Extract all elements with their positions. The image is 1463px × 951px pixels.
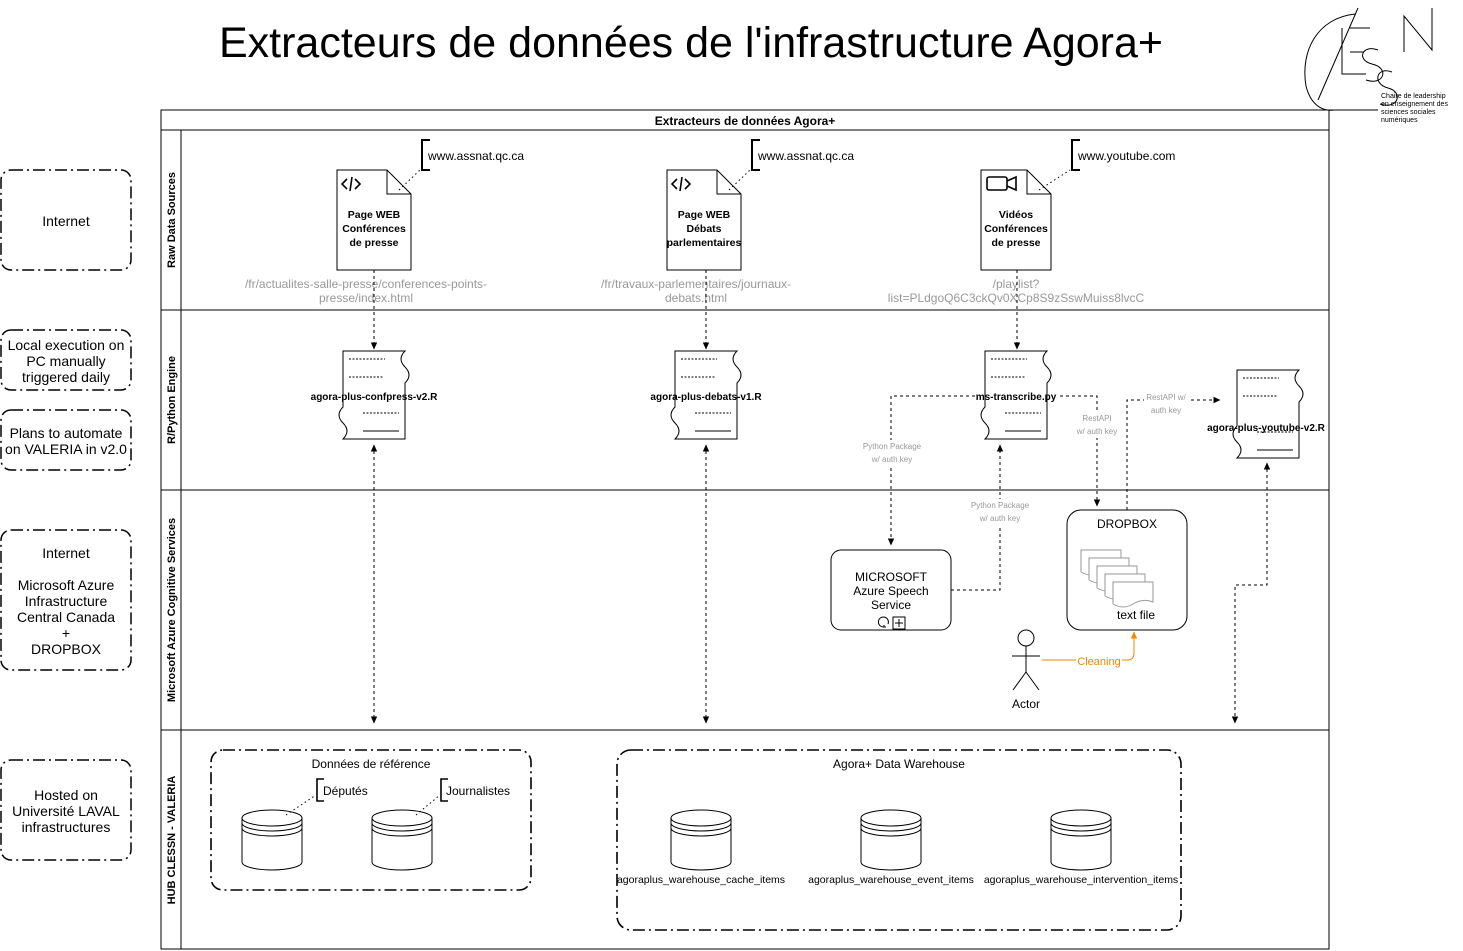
flow-dropbox-to-youtube [1126, 396, 1221, 510]
side-note-azure-6: + [62, 625, 70, 641]
db-cache-items-label: agoraplus_warehouse_cache_items [617, 874, 785, 886]
edge-label-python-1a: Python Package [863, 442, 922, 451]
source-3-path-1: /playlist? [993, 277, 1040, 291]
source-doc-videos: Vidéos Conférences de presse [980, 169, 1052, 271]
source-1-line-1: Page WEB [348, 209, 401, 221]
db-event-items-label: agoraplus_warehouse_event_items [808, 874, 974, 886]
edge-label-restapi-2b: auth key [1151, 406, 1181, 415]
source-2-line-1: Page WEB [678, 209, 731, 221]
side-note-local-2: PC manually [26, 353, 105, 369]
warehouse-group [616, 749, 1182, 931]
clessn-logo: Chaire de leadership en enseignement des… [1292, 7, 1448, 124]
source-3-line-3: de presse [991, 237, 1040, 249]
code-icon [340, 176, 362, 192]
source-doc-confpress: Page WEB Conférences de presse [336, 169, 412, 271]
source-1-path-2: presse/index.html [319, 291, 413, 305]
actor-figure [1012, 629, 1040, 691]
lane-label-hub: HUB CLESSN - VALERIA [166, 776, 178, 905]
actor-label: Actor [1012, 697, 1040, 711]
reference-group-title: Données de référence [312, 757, 431, 771]
dropbox-box: DROPBOX text file [1066, 509, 1188, 631]
video-camera-icon [986, 175, 1017, 192]
db-deputes [241, 809, 303, 871]
edge-label-restapi-1a: RestAPI [1082, 414, 1111, 423]
source-doc-debats: Page WEB Débats parlementaires [666, 169, 742, 271]
edge-label-cleaning: Cleaning [1077, 656, 1120, 668]
edge-label-restapi-2a: RestAPI w/ [1146, 393, 1186, 402]
script-2-label: agora-plus-debats-v1.R [650, 392, 762, 403]
lane-label-azure: Microsoft Azure Cognitive Services [166, 518, 178, 702]
edge-label-python-1b: w/ auth key [871, 455, 912, 464]
side-notes [0, 169, 132, 861]
azure-line-3: Service [871, 598, 911, 612]
script-4-label: agora-plus-youtube-v2.R [1207, 423, 1326, 434]
logo-caption-1: Chaire de leadership [1381, 93, 1446, 100]
side-note-azure-5: Central Canada [17, 609, 115, 625]
file-stack-icon [1080, 549, 1154, 608]
azure-speech-service: MICROSOFT Azure Speech Service [830, 549, 952, 631]
source-2-path-1: /fr/travaux-parlementaires/journaux- [601, 277, 791, 291]
db-journalistes-label: Journalistes [446, 784, 510, 798]
code-icon [670, 176, 692, 192]
subprocess-marker-icon [892, 616, 906, 630]
flow-script3-to-dropbox [1060, 395, 1101, 507]
edge-label-python-2b: w/ auth key [979, 514, 1020, 523]
page-title: Extracteurs de données de l'infrastructu… [219, 19, 1163, 67]
side-note-internet: Internet [42, 213, 90, 229]
db-cache-items [670, 809, 732, 871]
lane-label-engine: R/Python Engine [166, 356, 178, 444]
side-note-azure-4: Infrastructure [25, 593, 108, 609]
side-note-azure-3: Microsoft Azure [18, 577, 115, 593]
logo-caption-2: en enseignement des [1381, 101, 1448, 108]
source-1-url: www.assnat.qc.ca [427, 149, 524, 163]
source-3-line-1: Vidéos [999, 209, 1033, 221]
side-note-hosted-3: infrastructures [22, 819, 111, 835]
side-note-plans-1: Plans to automate [10, 425, 123, 441]
reference-group [210, 749, 532, 891]
db-deputes-label: Députés [323, 784, 368, 798]
db-intervention-items [1050, 809, 1112, 871]
logo-caption-3: sciences sociales [1381, 109, 1436, 116]
dropbox-file-label: text file [1117, 608, 1155, 622]
side-note-plans-2: on VALERIA in v2.0 [5, 441, 127, 457]
azure-line-1: MICROSOFT [855, 570, 928, 584]
db-intervention-items-label: agoraplus_warehouse_intervention_items [984, 874, 1178, 886]
logo-caption-4: numériques [1381, 117, 1418, 124]
source-2-line-2: Débats [686, 223, 721, 235]
flow-script4-hub [1231, 462, 1271, 724]
side-note-hosted-1: Hosted on [34, 787, 98, 803]
db-journalistes [371, 809, 433, 871]
warehouse-group-title: Agora+ Data Warehouse [833, 757, 965, 771]
azure-line-2: Azure Speech [853, 584, 928, 598]
pool: Extracteurs de données Agora+ Raw Data S… [160, 109, 1330, 950]
source-3-url: www.youtube.com [1077, 149, 1175, 163]
side-note-azure-1: Internet [42, 545, 90, 561]
side-note-local-1: Local execution on [8, 337, 125, 353]
dropbox-title: DROPBOX [1097, 517, 1157, 531]
side-note-hosted-2: Université LAVAL [12, 803, 120, 819]
source-2-url: www.assnat.qc.ca [757, 149, 854, 163]
side-note-azure-7: DROPBOX [31, 641, 102, 657]
source-3-line-2: Conférences [984, 223, 1048, 235]
edge-label-python-2a: Python Package [971, 501, 1030, 510]
side-note-local-3: triggered daily [22, 369, 110, 385]
loop-marker-icon [877, 616, 889, 628]
flow-azure-to-script3 [951, 444, 1004, 591]
source-2-path-2: debats.html [665, 291, 727, 305]
source-1-line-3: de presse [349, 237, 398, 249]
flow-script3-to-azure [887, 395, 975, 546]
lane-label-raw-data: Raw Data Sources [166, 172, 178, 268]
flow-actor-cleaning [1042, 631, 1138, 661]
script-1-label: agora-plus-confpress-v2.R [311, 392, 438, 403]
db-event-items [860, 809, 922, 871]
edge-label-restapi-1b: w/ auth key [1076, 427, 1117, 436]
pool-title: Extracteurs de données Agora+ [655, 114, 836, 128]
source-2-line-3: parlementaires [667, 237, 742, 249]
script-3-label: ms-transcribe.py [976, 392, 1057, 403]
source-1-path-1: /fr/actualites-salle-presse/conferences-… [245, 277, 487, 291]
source-3-path-2: list=PLdgoQ6C3ckQv0XCp8S9zSswMuiss8lvcC [888, 291, 1145, 305]
source-1-line-2: Conférences [342, 223, 406, 235]
script-youtube [1232, 369, 1304, 459]
